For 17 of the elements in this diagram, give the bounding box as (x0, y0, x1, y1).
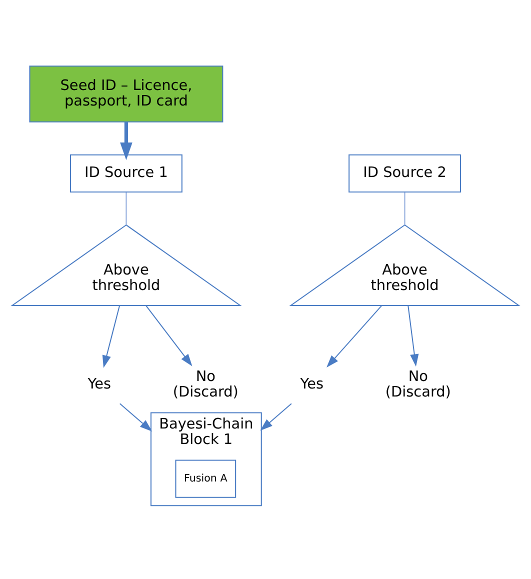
node-text: No (Discard) (172, 368, 238, 400)
arrow (326, 304, 382, 367)
node-text: Yes (88, 376, 112, 392)
connector (126, 192, 127, 224)
node-box: ID Source 1 (70, 154, 182, 192)
arrow (120, 402, 152, 432)
arrow (120, 122, 132, 160)
connector (404, 192, 406, 224)
arrow (260, 402, 292, 430)
arrow (146, 304, 192, 366)
node-text: No (Discard) (385, 368, 451, 400)
node-box: Seed ID – Licence, passport, ID card (29, 65, 224, 122)
node-text: Yes (300, 376, 324, 392)
arrow (408, 305, 419, 366)
node-box: Fusion A (175, 459, 236, 498)
arrow (102, 305, 120, 368)
node-box: ID Source 2 (348, 154, 461, 192)
